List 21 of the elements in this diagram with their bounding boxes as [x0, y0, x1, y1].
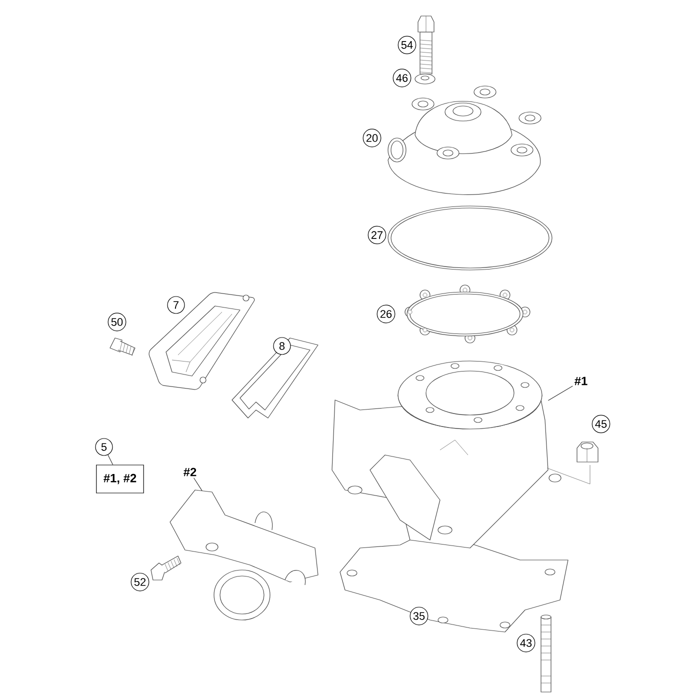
- callout-number: 5: [95, 438, 113, 456]
- callout-number: 43: [516, 634, 536, 652]
- callout-number: 50: [108, 312, 126, 332]
- callout-number: 20: [362, 128, 382, 148]
- callout-number: 54: [398, 36, 416, 54]
- part-label: #2: [184, 468, 196, 476]
- cylinder-drawing: [332, 360, 562, 548]
- label-box: #1, #2: [96, 464, 144, 494]
- callout-number: 27: [368, 226, 386, 244]
- callout-number: 8: [273, 337, 291, 355]
- connector-line: [108, 454, 114, 465]
- leader-line: [548, 386, 573, 401]
- callout-number: 35: [410, 606, 428, 626]
- callout-number: 7: [167, 296, 185, 314]
- callout-number: 45: [592, 414, 610, 434]
- leader-line: [193, 478, 202, 492]
- intake-flange-drawing: [170, 490, 318, 620]
- callout-number: 52: [130, 572, 150, 592]
- part-label: #1: [574, 376, 588, 386]
- callout-number: 46: [392, 68, 412, 88]
- callout-number: 26: [376, 304, 396, 324]
